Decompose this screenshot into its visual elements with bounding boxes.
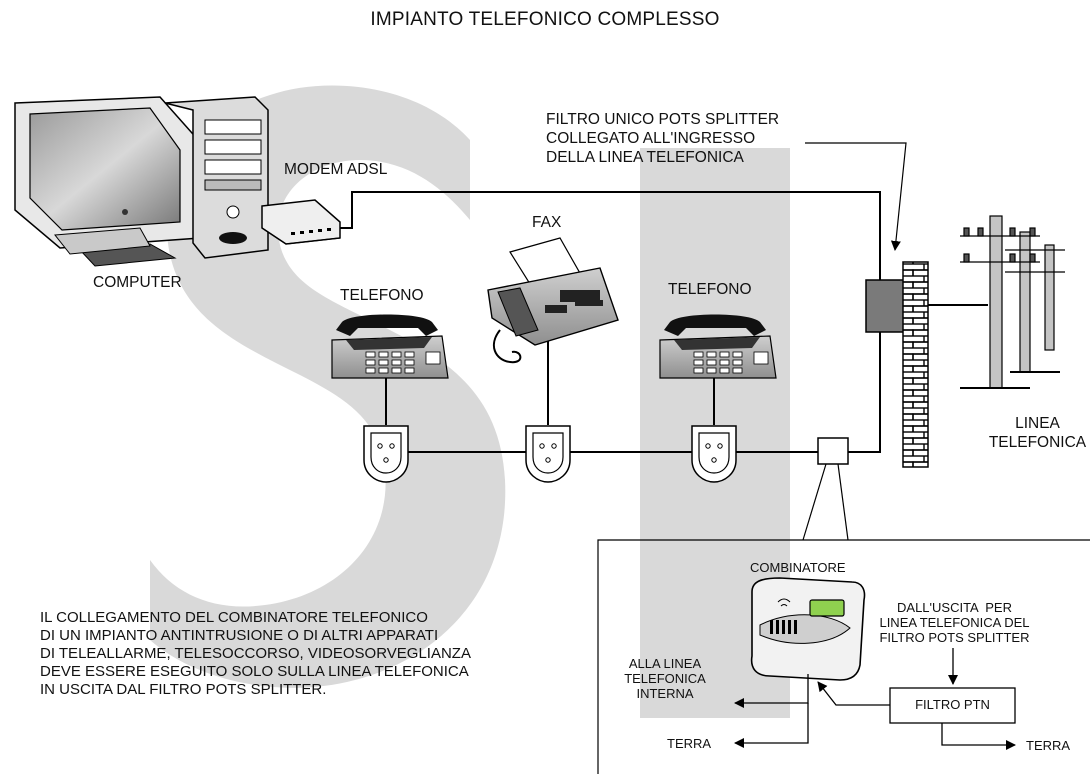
wall-socket-1 [363,425,409,483]
label-combinatore: COMBINATORE [750,560,846,575]
combinatore-device [750,577,866,681]
brick-wall [902,261,929,468]
telephone-right [659,314,777,379]
label-terra-right: TERRA [1026,738,1071,753]
zoom-lines [802,463,849,541]
wall-socket-3 [691,425,737,483]
diagram-title: IMPIANTO TELEFONICO COMPLESSO [370,9,720,30]
label-linea-telefonica: LINEA TELEFONICA [988,415,1087,451]
telephone-left [331,314,449,379]
inset-frame [597,539,1090,774]
computer [14,96,269,267]
label-filtro-ptn: FILTRO PTN [915,697,990,712]
note-text: IL COLLEGAMENTO DEL COMBINATORE TELEFONI… [40,609,471,698]
splitter-callout-line [805,142,907,251]
label-terra-left: TERRA [667,736,712,751]
label-alla-linea-interna: ALLA LINEA TELEFONICA INTERNA [624,656,706,701]
label-telefono-right: TELEFONO [668,281,752,298]
label-splitter-callout: FILTRO UNICO POTS SPLITTER COLLEGATO ALL… [546,111,780,166]
inset-wiring [734,648,1016,750]
wall-socket-2 [525,425,571,483]
telephone-poles [960,215,1065,389]
label-dall-uscita: DALL'USCITA PER LINEA TELEFONICA DEL FIL… [879,600,1030,645]
label-computer: COMPUTER [93,274,182,291]
filtro-ptn-box [889,687,1016,724]
junction-box [817,437,849,465]
label-modem-adsl: MODEM ADSL [284,161,388,178]
label-telefono-left: TELEFONO [340,287,424,304]
label-fax: FAX [532,214,562,231]
modem-adsl [261,199,341,245]
fax-machine [487,237,619,364]
pots-splitter-box [865,279,905,333]
